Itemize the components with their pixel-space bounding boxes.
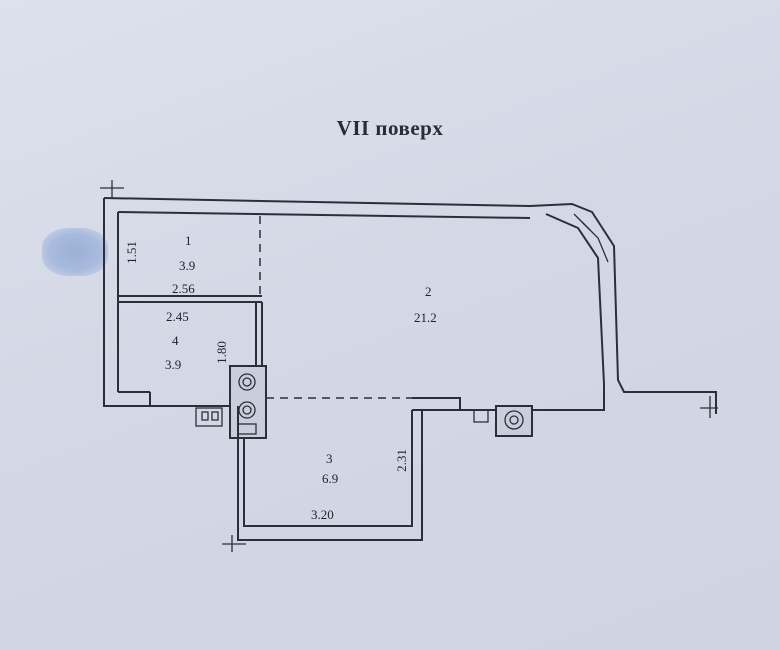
room4-area: 3.9 [165, 357, 182, 372]
zoning-lines [259, 216, 412, 399]
room1-area: 3.9 [179, 258, 196, 273]
room1-number: 1 [185, 233, 192, 248]
room3-area: 6.9 [322, 471, 339, 486]
service-shaft [195, 365, 267, 439]
room2-area: 21.2 [414, 310, 437, 325]
floor-title: VII поверх [336, 116, 444, 140]
interior-walls [103, 295, 263, 407]
room3-width-dimension: 3.20 [311, 507, 334, 522]
room1-height-dimension: 1.51 [123, 241, 139, 264]
room2-number: 2 [425, 284, 432, 299]
redaction-patch [42, 228, 108, 276]
right-unit [473, 405, 533, 437]
room4-height-dimension: 1.80 [213, 341, 229, 364]
room3-height-dimension: 2.31 [393, 449, 409, 472]
room3-walls [237, 397, 461, 541]
room3-number: 3 [326, 451, 333, 466]
room1-width-dimension: 2.56 [172, 281, 195, 296]
corner-ticks [100, 180, 718, 552]
room4-number: 4 [172, 333, 179, 348]
outer-walls [103, 197, 717, 414]
room4-width-dimension: 2.45 [166, 309, 189, 324]
